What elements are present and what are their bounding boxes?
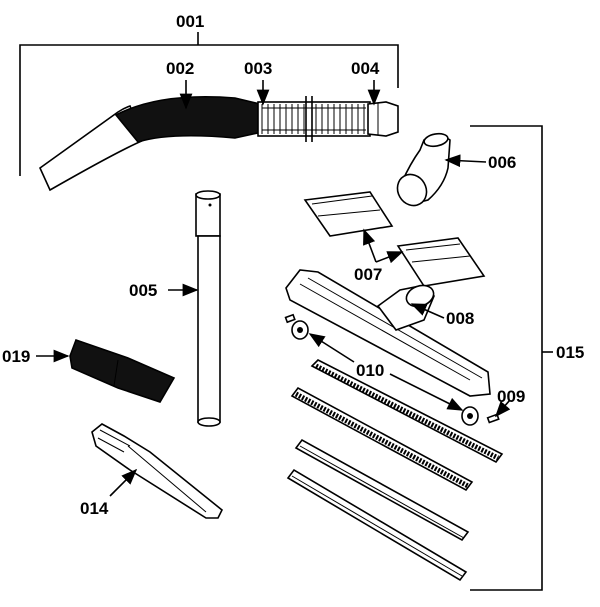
extension-wand [195,190,221,427]
label-005: 005 [129,281,157,300]
label-014: 014 [80,499,109,518]
label-004: 004 [351,59,380,78]
leader-lines [36,80,511,497]
label-006: 006 [488,153,516,172]
label-003: 003 [244,59,272,78]
wheels-and-pins [284,313,500,426]
label-002: 002 [166,59,194,78]
elbow-adaptor [396,132,451,207]
label-010: 010 [356,361,384,380]
floor-tool-plates [303,191,486,287]
label-019: 019 [2,347,30,366]
dusting-nozzle [69,338,176,403]
part-labels: 001 002 003 004 005 006 007 008 009 010 … [2,12,584,518]
flex-hose [257,96,371,142]
floor-tool-assembly-bracket [470,125,553,591]
label-007: 007 [354,265,382,284]
hose-assembly [38,96,399,192]
brush-strips [286,359,504,582]
hose-cuff [367,101,399,137]
floor-tool-body [285,269,491,397]
label-008: 008 [446,309,474,328]
crevice-tool [91,423,224,519]
hose-handle-grip [114,96,263,143]
label-009: 009 [497,387,525,406]
hose-assembly-bracket [19,32,399,176]
label-001: 001 [176,12,204,31]
label-015: 015 [556,343,584,362]
